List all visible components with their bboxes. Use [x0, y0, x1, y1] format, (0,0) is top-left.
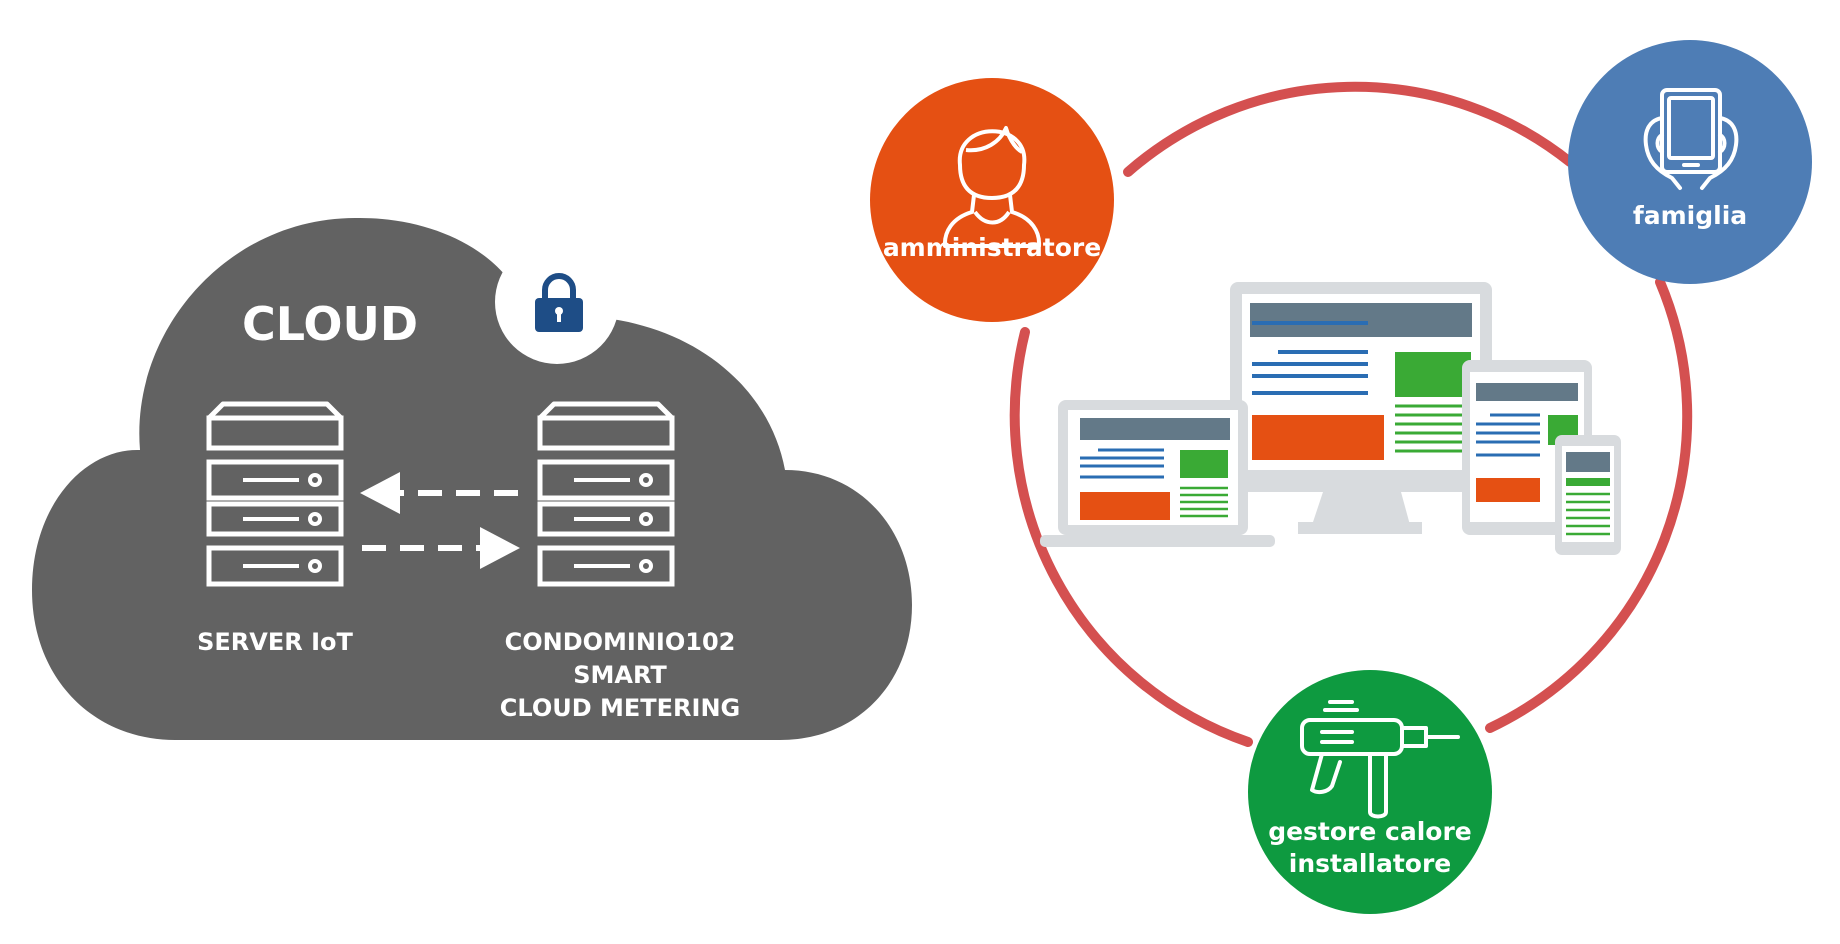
hands-holding-tablet-icon	[1643, 88, 1739, 190]
installer-label-line-2: installatore	[1289, 849, 1452, 878]
server-iot-label: SERVER IoT	[197, 628, 353, 656]
platform-label-line-2: SMART	[573, 661, 667, 689]
role-family: famiglia	[1568, 40, 1812, 284]
role-administrator: amministratore	[870, 78, 1114, 322]
arrow-left-icon	[360, 472, 518, 514]
administrator-label: amministratore	[883, 233, 1101, 262]
family-label: famiglia	[1633, 201, 1747, 230]
cloud-shape	[32, 217, 912, 740]
responsive-devices-icon	[1040, 282, 1621, 555]
cloud-title: CLOUD	[242, 297, 418, 351]
platform-label-line-1: CONDOMINIO102	[505, 628, 736, 656]
installer-label-line-1: gestore calore	[1268, 817, 1472, 846]
arrow-right-icon	[362, 527, 520, 569]
platform-label-line-3: CLOUD METERING	[500, 694, 740, 722]
drill-tool-icon	[1300, 700, 1460, 819]
connection-ring	[1009, 81, 1693, 747]
role-installer: gestore calore installatore	[1248, 670, 1492, 914]
woman-user-icon	[942, 126, 1042, 248]
padlock-icon	[535, 273, 583, 332]
